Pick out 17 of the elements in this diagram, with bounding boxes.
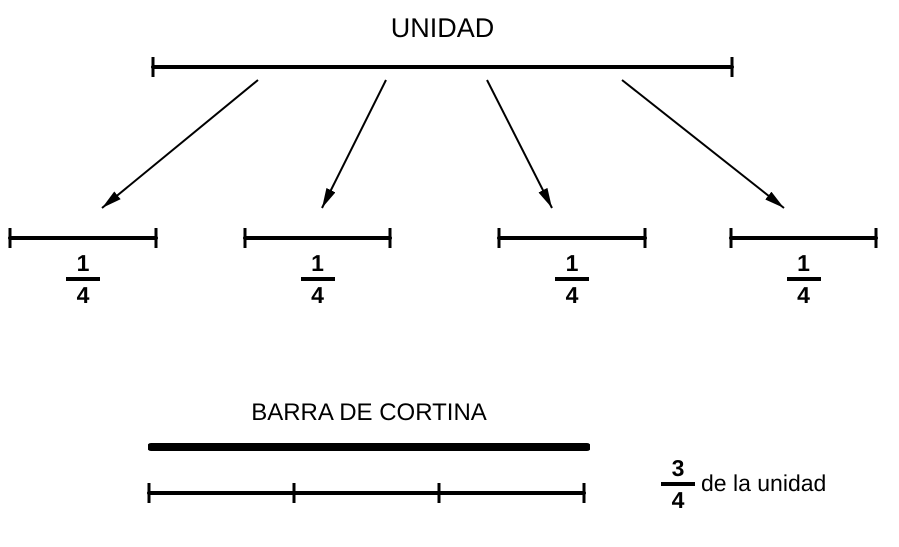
fraction-numerator: 1	[76, 251, 90, 275]
fraction-denominator: 4	[76, 283, 90, 307]
fraction-numerator: 1	[797, 251, 810, 275]
unit-label: UNIDAD	[390, 12, 496, 44]
fraction-denominator: 4	[566, 283, 578, 307]
fraction-denominator: 4	[797, 283, 810, 307]
fraction-numerator: 1	[311, 251, 324, 275]
fraction-denominator: 4	[311, 283, 324, 307]
arrow	[621, 79, 785, 209]
arrow	[101, 79, 259, 209]
fraction-numerator: 1	[566, 251, 578, 275]
fraction-denominator: 4	[672, 488, 684, 512]
fraction-numerator: 3	[672, 456, 684, 480]
fraction-caption: de la unidad	[701, 469, 826, 497]
bar-label: BARRA DE CORTINA	[250, 398, 488, 428]
arrow	[486, 80, 553, 208]
arrow	[321, 80, 387, 208]
